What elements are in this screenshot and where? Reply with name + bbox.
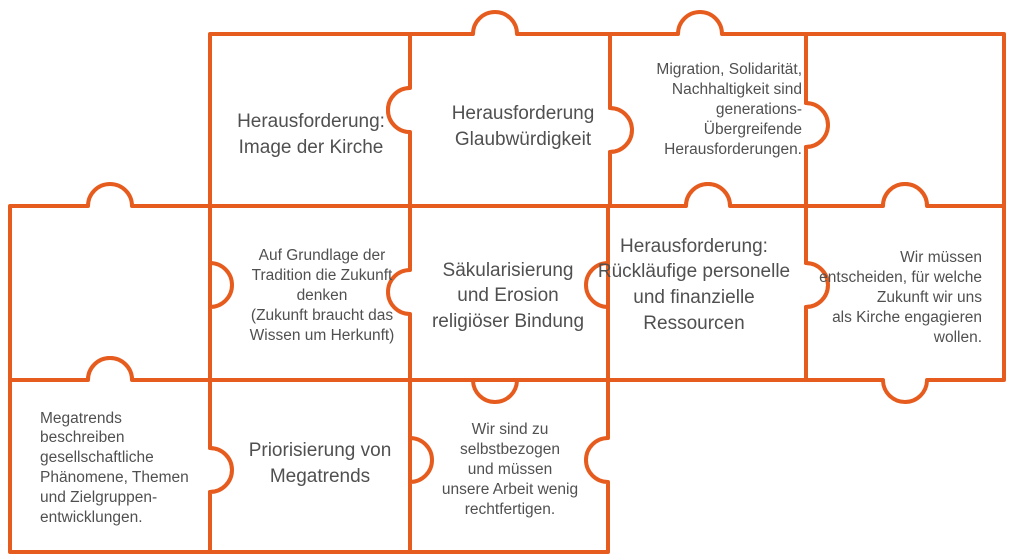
piece-entscheiden [804, 182, 1006, 404]
piece-tradition [208, 204, 412, 382]
piece-entscheiden-text: Wir müssen entscheiden, für welche Zukun… [819, 249, 982, 346]
piece-priorisierung [208, 378, 412, 554]
piece-priorisierung-text: Priorisierung von Megatrends [248, 440, 392, 487]
piece-empty-mid-left [8, 182, 212, 382]
piece-empty-top-right [804, 32, 1006, 208]
piece-migration-text: Migration, Solidarität, Nachhaltigkeit s… [656, 61, 802, 158]
piece-image-der-kirche-text: Herausforderung: Image der Kirche [237, 111, 385, 158]
piece-ressourcen-text: Herausforderung: Rückläufige personelle … [597, 235, 791, 334]
piece-glaubwuerdigkeit-text: Herausforderung Glaubwürdigkeit [451, 103, 595, 150]
piece-tradition-text: Auf Grundlage der Tradition die Zukunft … [249, 247, 395, 344]
piece-saekularisierung-text: Säkularisierung und Erosion religiöser B… [431, 259, 585, 332]
piece-megatrends-text: Megatrends beschreiben gesellschaftliche… [40, 409, 189, 526]
piece-selbstbezogen-text: Wir sind zu selbstbezogen und müssen uns… [441, 421, 579, 518]
piece-selbstbezogen [408, 378, 610, 554]
